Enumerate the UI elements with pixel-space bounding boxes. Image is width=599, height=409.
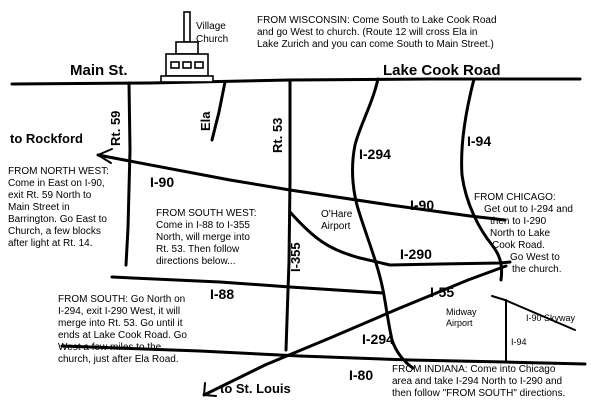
direction-line: area and take I-294 North to I-290 and bbox=[392, 376, 562, 387]
from-northwest-directions: FROM NORTH WEST:Come in East on I-90,exi… bbox=[8, 166, 109, 249]
direction-line: exit Rt. 59 North to bbox=[8, 190, 92, 201]
i-88-label: I-88 bbox=[210, 286, 234, 302]
direction-line: Main Street in bbox=[8, 202, 70, 213]
direction-line: Church, a few blocks bbox=[8, 226, 101, 237]
midway-label-line1: Midway bbox=[446, 307, 477, 317]
i-94-label: I-94 bbox=[467, 133, 491, 149]
direction-line: then to I-290 bbox=[490, 216, 547, 227]
i-355-label: I-355 bbox=[288, 242, 303, 272]
st-louis-arrow bbox=[203, 382, 217, 397]
i-88-road bbox=[110, 275, 385, 295]
svg-text:FROM NORTH WEST:Come in East o: FROM NORTH WEST:Come in East on I-90,exi… bbox=[8, 166, 109, 249]
i-90-skyway-road bbox=[491, 295, 576, 331]
midway-label-line2: Airport bbox=[446, 318, 473, 328]
direction-line: FROM WISCONSIN: Come South to Lake Cook … bbox=[257, 15, 497, 26]
i-290-label: I-290 bbox=[400, 246, 432, 262]
i-94-road bbox=[460, 77, 504, 282]
church-label-line1: Village bbox=[196, 21, 226, 32]
direction-line: ends at Lake Cook Road. Go bbox=[58, 330, 187, 341]
st-louis-label: to St. Louis bbox=[220, 381, 291, 396]
i-80-label: I-80 bbox=[349, 367, 373, 383]
direction-line: West a few miles to the bbox=[58, 342, 162, 353]
direction-line: Get out to I-294 and bbox=[484, 204, 573, 215]
direction-line: Lake Zurich and you can come South to Ma… bbox=[257, 39, 494, 50]
direction-line: North to Lake bbox=[490, 228, 550, 239]
i-90-road bbox=[96, 153, 507, 222]
ela-road bbox=[210, 80, 227, 142]
main-st-label: Main St. bbox=[70, 62, 128, 79]
svg-text:FROM SOUTH: Go North onI-294,: FROM SOUTH: Go North onI-294, exit I-290… bbox=[58, 294, 187, 365]
direction-line: FROM INDIANA: Come into Chicago bbox=[392, 364, 556, 375]
direction-line: after light at Rt. 14. bbox=[8, 238, 93, 249]
ela-label: Ela bbox=[198, 111, 213, 131]
rockford-arrow bbox=[97, 148, 113, 164]
direction-line: Come in I-88 to I-355 bbox=[156, 220, 250, 231]
i-294-north-label: I-294 bbox=[359, 146, 391, 162]
rt-53-i355-road bbox=[284, 78, 292, 352]
direction-line: North, will merge into bbox=[156, 232, 250, 243]
direction-line: and go West to church. (Route 12 will cr… bbox=[257, 27, 477, 38]
ohare-label-line1: O'Hare bbox=[321, 209, 353, 220]
i-294-north-road bbox=[351, 77, 394, 342]
i-80-road bbox=[60, 344, 587, 366]
i-90-east-label: I-90 bbox=[410, 197, 434, 213]
direction-line: Barrington. Go East to bbox=[8, 214, 107, 225]
rockford-label: to Rockford bbox=[10, 131, 83, 146]
lake-cook-road-label: Lake Cook Road bbox=[383, 62, 501, 79]
i-90-skyway-label: I-90 Skyway bbox=[526, 313, 576, 323]
direction-line: directions below... bbox=[156, 256, 236, 267]
i-290-road bbox=[288, 210, 512, 267]
direction-line: FROM SOUTH: Go North on bbox=[58, 294, 185, 305]
i-55-road bbox=[202, 264, 508, 397]
main-st-lake-cook-road bbox=[10, 77, 582, 86]
svg-text:FROM SOUTH WEST:Come in I-88 t: FROM SOUTH WEST:Come in I-88 to I-355Nor… bbox=[156, 208, 257, 267]
direction-line: Rt. 53. Then follow bbox=[156, 244, 240, 255]
direction-line: merge into Rt. 53. Go until it bbox=[58, 318, 183, 329]
direction-line: Go West to bbox=[510, 252, 560, 263]
church-label-line2: Church bbox=[196, 34, 228, 45]
i-55-label: I-55 bbox=[430, 284, 454, 300]
rt-59-label: Rt. 59 bbox=[108, 111, 123, 146]
i-294-south-label: I-294 bbox=[362, 331, 394, 347]
direction-line: I-294, exit I-290 West, it will bbox=[58, 306, 180, 317]
direction-line: then follow "FROM SOUTH" directions. bbox=[392, 388, 565, 399]
i-90-west-label: I-90 bbox=[150, 174, 174, 190]
direction-line: FROM CHICAGO: bbox=[474, 192, 556, 203]
ohare-label-line2: Airport bbox=[321, 221, 351, 232]
i-294-south-road bbox=[390, 338, 415, 370]
village-church-icon bbox=[160, 11, 214, 83]
direction-line: the church. bbox=[512, 264, 561, 275]
direction-line: FROM NORTH WEST: bbox=[8, 166, 109, 177]
direction-line: Cook Road. bbox=[492, 240, 545, 251]
direction-line: Come in East on I-90, bbox=[8, 178, 105, 189]
i-94-south-label: I-94 bbox=[511, 337, 527, 347]
direction-line: FROM SOUTH WEST: bbox=[156, 208, 257, 219]
direction-line: church, just after Ela Road. bbox=[58, 354, 179, 365]
from-wisconsin-directions: FROM WISCONSIN: Come South to Lake Cook … bbox=[257, 15, 497, 50]
rt-59-road bbox=[124, 81, 132, 267]
svg-text:FROM WISCONSIN: Come South to: FROM WISCONSIN: Come South to Lake Cook … bbox=[257, 15, 497, 50]
rt-53-label: Rt. 53 bbox=[270, 118, 285, 153]
